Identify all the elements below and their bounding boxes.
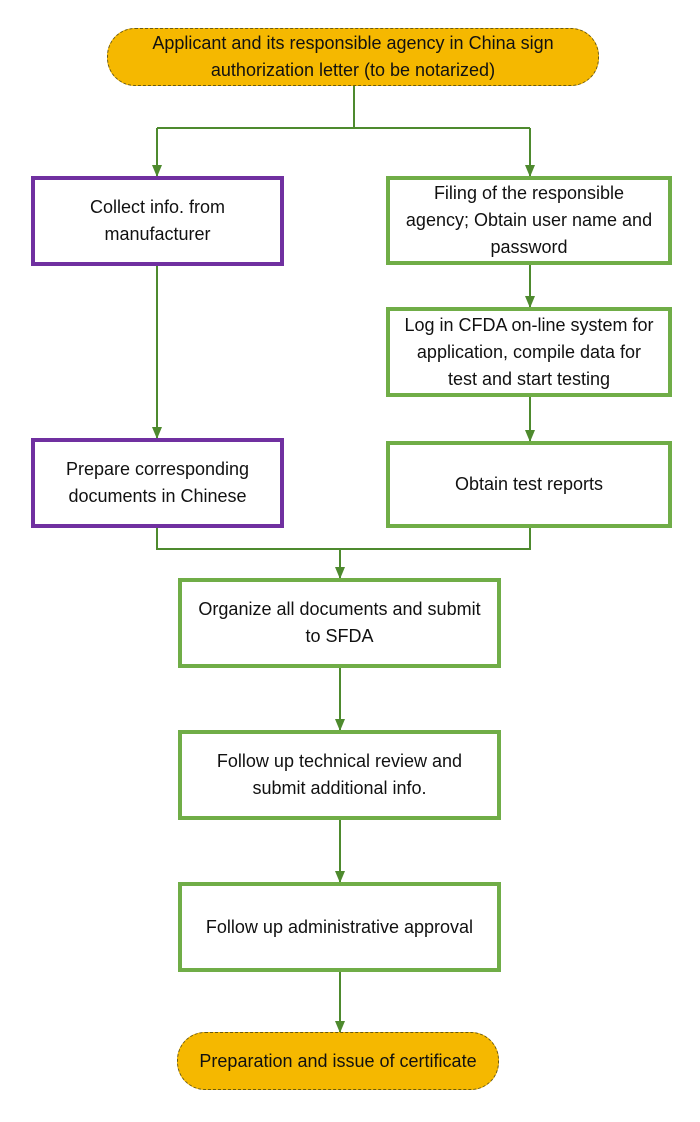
test-reports-label: Obtain test reports xyxy=(454,474,604,494)
administrative-approval-label: Follow up administrative approval xyxy=(205,916,474,937)
end-node: Preparation and issue of certificate xyxy=(177,1032,499,1090)
filing-node: Filing of the responsible agency; Obtain… xyxy=(386,176,672,265)
technical-review-node: Follow up technical review and submit ad… xyxy=(178,730,501,820)
start-node-label: Applicant and its responsible agency in … xyxy=(152,33,554,80)
start-node: Applicant and its responsible agency in … xyxy=(107,28,599,86)
prepare-documents-label: Prepare corresponding documents in Chine… xyxy=(65,459,250,506)
administrative-approval-node: Follow up administrative approval xyxy=(178,882,501,972)
organize-node: Organize all documents and submit to SFD… xyxy=(178,578,501,668)
filing-label: Filing of the responsible agency; Obtain… xyxy=(405,183,653,257)
technical-review-label: Follow up technical review and submit ad… xyxy=(216,751,463,798)
collect-info-label: Collect info. from manufacturer xyxy=(89,197,226,244)
test-reports-node: Obtain test reports xyxy=(386,441,672,528)
connector-right-merge xyxy=(340,528,531,550)
prepare-documents-node: Prepare corresponding documents in Chine… xyxy=(31,438,284,528)
connector-left-merge xyxy=(156,528,340,550)
collect-info-node: Collect info. from manufacturer xyxy=(31,176,284,266)
login-label: Log in CFDA on-line system for applicati… xyxy=(404,314,654,389)
login-node: Log in CFDA on-line system for applicati… xyxy=(386,307,672,397)
end-node-label: Preparation and issue of certificate xyxy=(199,1050,477,1071)
organize-label: Organize all documents and submit to SFD… xyxy=(198,599,481,646)
